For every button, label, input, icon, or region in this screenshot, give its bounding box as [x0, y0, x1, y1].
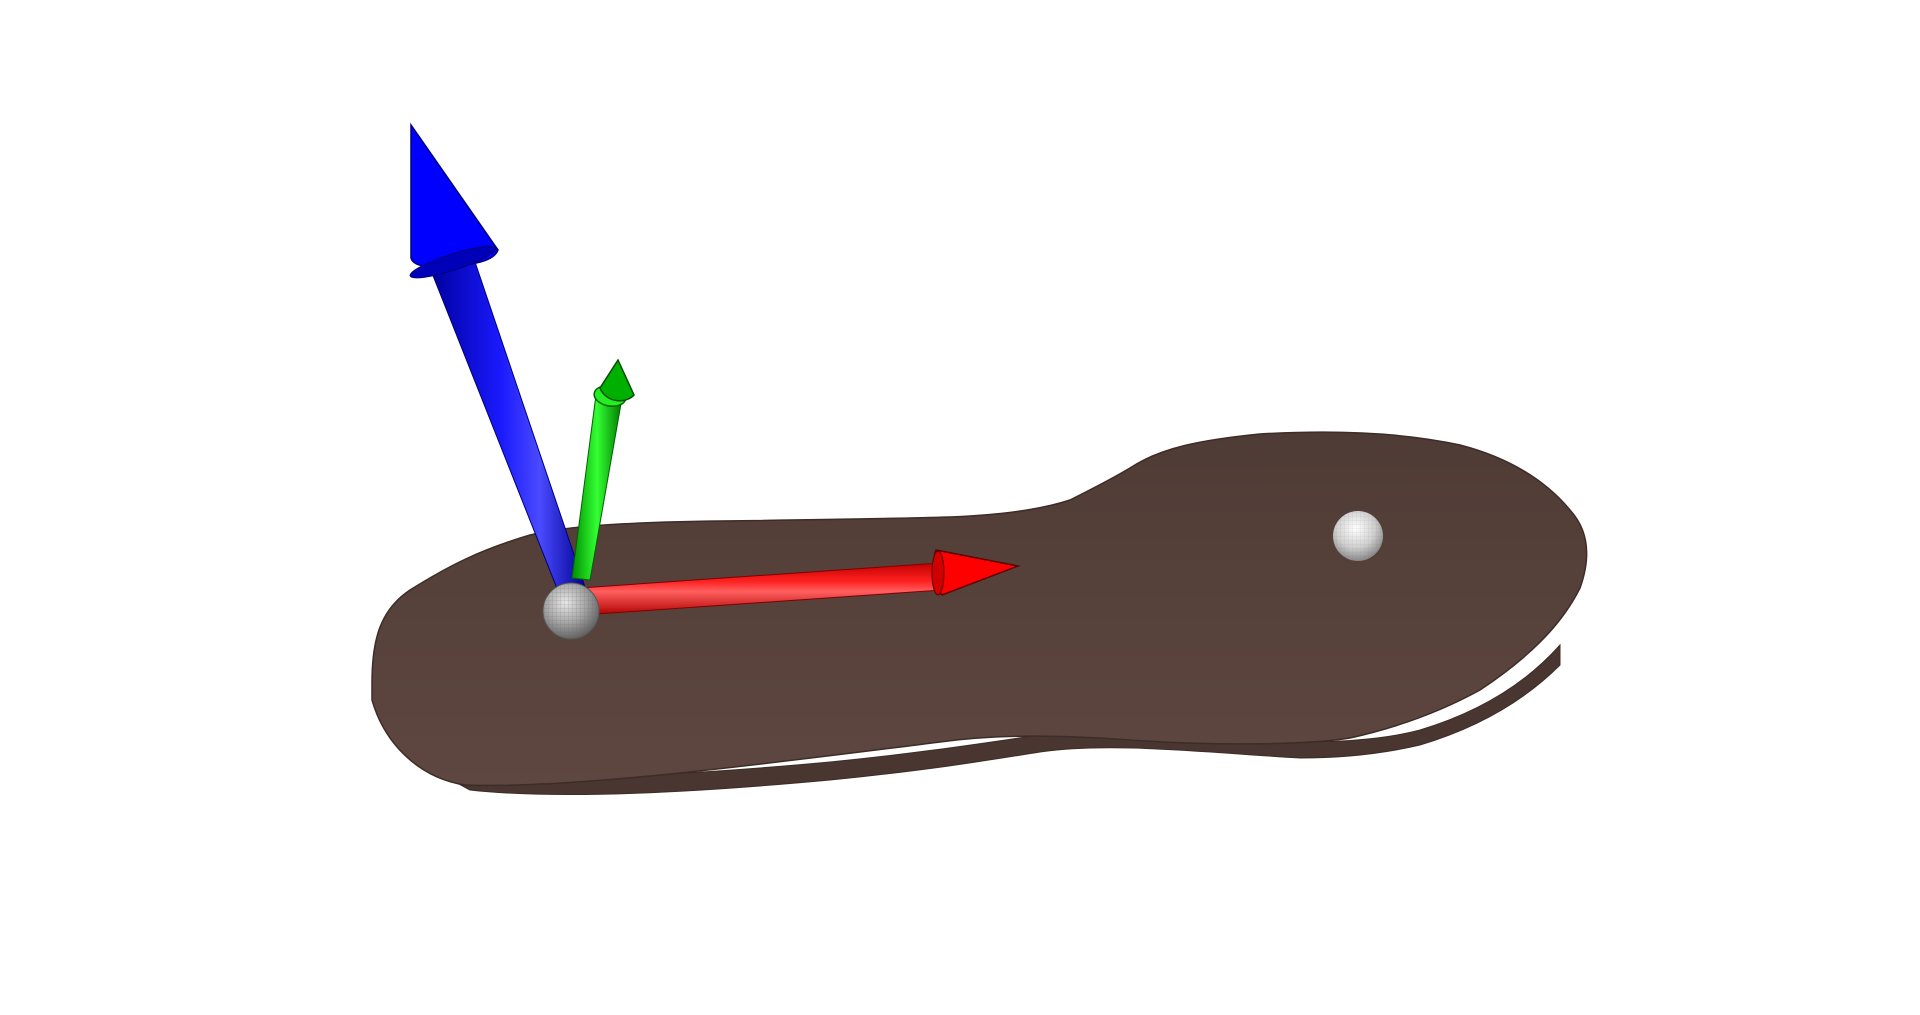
heel-marker[interactable]	[1333, 511, 1383, 561]
y-axis-arrow-icon	[599, 358, 635, 402]
y-axis[interactable]	[571, 358, 635, 581]
x-axis[interactable]	[579, 549, 1021, 616]
insole-top-surface	[371, 431, 1588, 787]
insole-model[interactable]	[371, 431, 1588, 796]
origin-marker[interactable]	[542, 582, 600, 640]
z-axis[interactable]	[408, 122, 587, 597]
z-axis-arrow-icon	[410, 122, 499, 268]
